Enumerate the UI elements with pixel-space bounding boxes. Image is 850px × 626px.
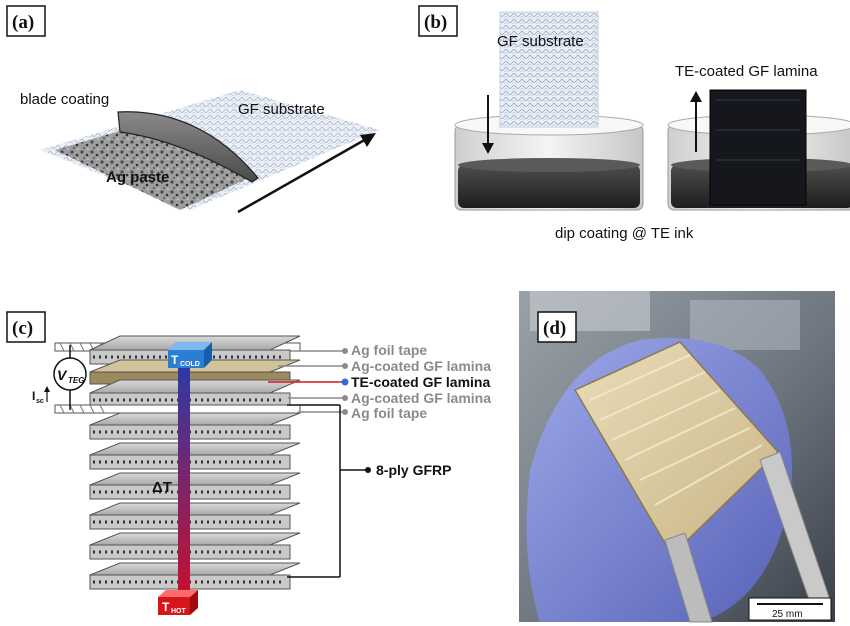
plate-7 xyxy=(89,532,301,560)
t-cold-main: T xyxy=(171,353,179,367)
leader-lines xyxy=(268,348,371,578)
t-cold-sub: COLD xyxy=(180,361,200,368)
gf-substrate-label-b: GF substrate xyxy=(497,33,584,50)
plate-4 xyxy=(89,442,301,470)
stack-label-ag-gf-top: Ag-coated GF lamina xyxy=(351,358,491,374)
gf-substrate-label-a: GF substrate xyxy=(238,101,325,118)
ag-paste-label: Ag paste xyxy=(106,169,169,186)
t-hot-sub: HOT xyxy=(171,608,187,615)
coating-direction-arrow xyxy=(237,136,369,214)
scale-bar-label: 25 mm xyxy=(772,609,803,620)
gfrp-sample xyxy=(573,341,780,557)
t-cold-block: T COLD xyxy=(168,342,212,368)
panel-a-tag-box xyxy=(6,5,46,37)
down-arrowhead xyxy=(482,143,494,154)
ply-label: 8-ply GFRP xyxy=(376,462,451,478)
blade-coating-label: blade coating xyxy=(20,91,109,108)
panel-a-tag: (a) xyxy=(12,12,34,33)
panel-d: (d) 25 mm xyxy=(519,291,835,623)
plate-8 xyxy=(89,562,301,590)
panel-d-tag: (d) xyxy=(543,318,566,339)
te-lamina-label: TE-coated GF lamina xyxy=(675,63,818,80)
plate-6 xyxy=(89,502,301,530)
stack-label-ag-gf-bottom: Ag-coated GF lamina xyxy=(351,390,491,406)
dip-coating-caption: dip coating @ TE ink xyxy=(555,225,694,242)
coating-blade xyxy=(117,111,259,183)
te-coated-lamina xyxy=(709,89,807,206)
panel-d-tag-box xyxy=(537,311,577,343)
gfrp-stack xyxy=(54,335,301,590)
stack-label-ag-foil-top: Ag foil tape xyxy=(351,342,427,358)
ag-paste-area xyxy=(55,128,255,210)
t-hot-main: T xyxy=(162,600,170,614)
stack-label-ag-foil-bottom: Ag foil tape xyxy=(351,405,427,421)
t-hot-block: T HOT xyxy=(158,590,198,615)
ag-tape-left xyxy=(664,532,713,623)
plate-2 xyxy=(89,379,301,408)
panel-a: (a) blade coating GF substrate Ag paste xyxy=(6,5,380,214)
voltmeter-circuit: V TEG I sc xyxy=(32,345,87,410)
panel-b: (b) GF substrate TE-coated GF lamina dip… xyxy=(418,5,850,242)
up-arrowhead xyxy=(690,91,702,102)
lamina-texture xyxy=(716,99,800,161)
v-sub: TEG xyxy=(68,376,84,385)
plate-3 xyxy=(89,412,301,440)
panel-b-tag: (b) xyxy=(424,12,447,33)
v-main: V xyxy=(57,367,68,383)
panel-c-tag-box xyxy=(6,311,46,343)
gf-substrate-sheet-b xyxy=(499,11,599,128)
stack-label-te-gf: TE-coated GF lamina xyxy=(351,374,490,390)
delta-t-label: ΔT xyxy=(152,479,172,496)
temperature-gradient-rod xyxy=(178,362,190,598)
left-petri-dish xyxy=(454,114,644,211)
coating-direction-arrowhead xyxy=(360,133,376,147)
panel-c: (c) xyxy=(6,311,491,615)
i-sub: sc xyxy=(36,398,44,405)
i-main: I xyxy=(32,389,35,403)
plate-5 xyxy=(89,472,301,500)
panel-b-tag-box xyxy=(418,5,458,37)
panel-c-tag: (c) xyxy=(12,318,33,339)
